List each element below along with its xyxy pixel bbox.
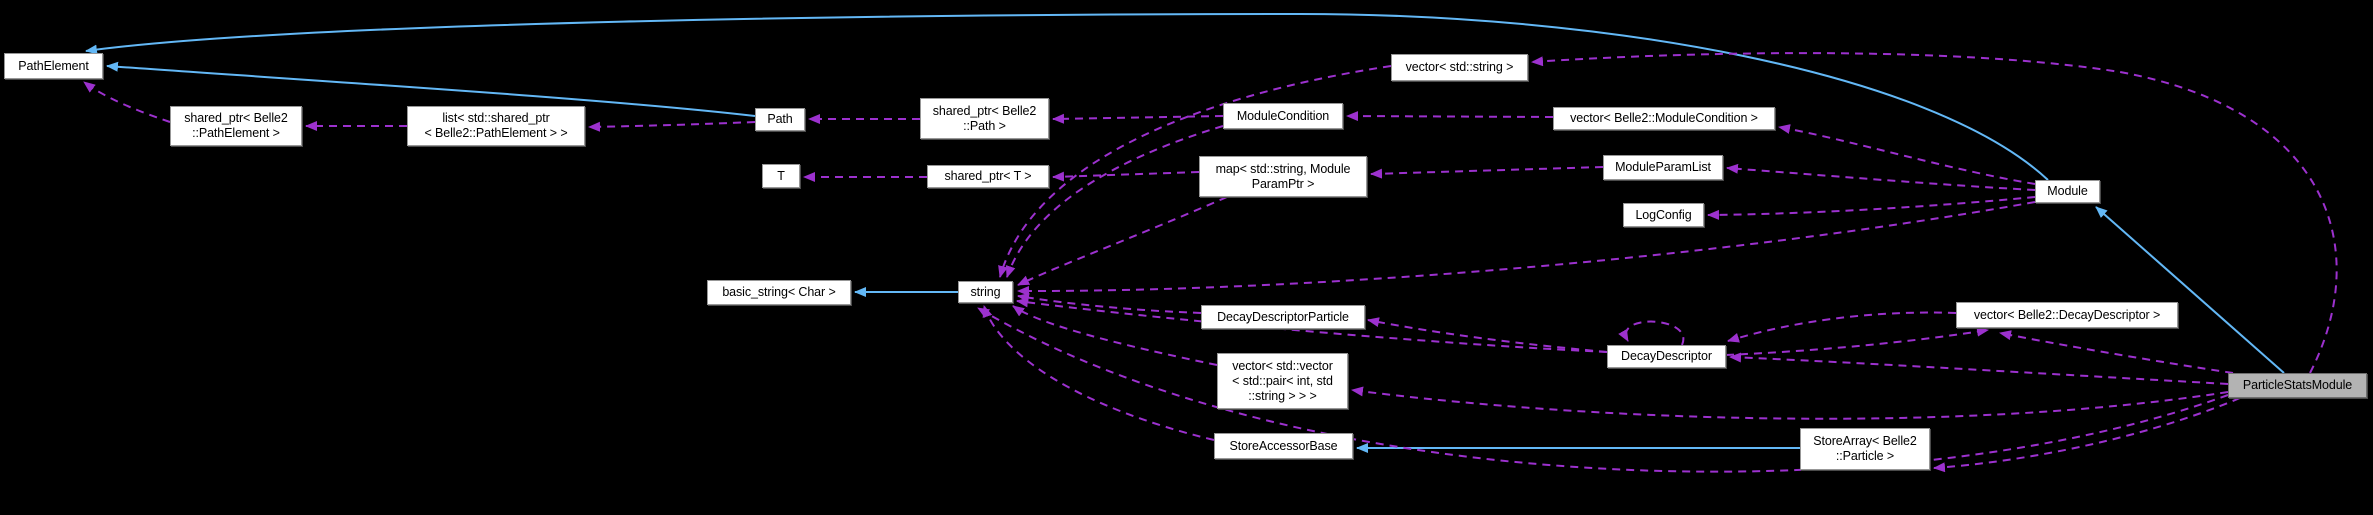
edge-vecvecpair-to-string (1012, 305, 1218, 366)
edge-decaydescriptor-self-loop (1618, 320, 1685, 346)
node-logconfig[interactable]: LogConfig (1623, 203, 1704, 227)
node-vector-std-string[interactable]: vector< std::string > (1391, 54, 1528, 81)
node-vector-vector-pair-int-string[interactable]: vector< std::vector < std::pair< int, st… (1217, 353, 1348, 409)
node-list-shared-ptr-pathelement[interactable]: list< std::shared_ptr < Belle2::PathElem… (407, 106, 585, 146)
node-string[interactable]: string (958, 281, 1013, 303)
edge-module-to-vector-mc (1778, 124, 2036, 185)
edge-path-to-pathelement (106, 61, 756, 117)
edge-psm-to-vector-string (1531, 52, 2338, 374)
node-t[interactable]: T (762, 164, 800, 188)
edge-vector-dd-to-decaydescriptor (1727, 311, 1957, 343)
node-path[interactable]: Path (755, 108, 805, 131)
node-moduleparamlist[interactable]: ModuleParamList (1603, 155, 1723, 180)
node-pathelement[interactable]: PathElement (4, 53, 103, 79)
edge-decaydescriptor-to-string (1016, 297, 1608, 353)
edge-map-to-string (1017, 196, 1228, 286)
node-decaydescriptorparticle[interactable]: DecayDescriptorParticle (1201, 305, 1365, 329)
edge-psm-to-vector-dd (1999, 330, 2234, 374)
edge-moduleparamlist-to-map (1370, 166, 1604, 179)
edge-sptr-pathelement-to-pathelement (83, 81, 171, 123)
edge-vector-mc-to-modulecondition (1346, 111, 1554, 122)
edge-ddp-to-string (1017, 292, 1202, 314)
node-storearray-particle[interactable]: StoreArray< Belle2 ::Particle > (1800, 428, 1930, 470)
edge-vector-string-to-string (998, 65, 1392, 278)
edge-psm-to-decaydescriptor (1729, 352, 2229, 385)
edge-module-to-pathelement (85, 12, 2049, 181)
edge-psm-to-storearray (1933, 397, 2241, 473)
node-map-string-moduleparamptr[interactable]: map< std::string, Module ParamPtr > (1199, 156, 1367, 197)
node-decaydescriptor[interactable]: DecayDescriptor (1607, 345, 1726, 368)
edge-decaydescriptor-to-vector-dd (1725, 326, 1989, 356)
edge-module-to-logconfig (1707, 196, 2036, 220)
node-particlestatsmodule: ParticleStatsModule (2228, 373, 2367, 398)
node-storeaccessorbase[interactable]: StoreAccessorBase (1214, 433, 1353, 459)
edge-modulecondition-to-string (1005, 125, 1224, 278)
edge-particlestatsmodule-to-module (2095, 206, 2285, 374)
node-modulecondition[interactable]: ModuleCondition (1223, 103, 1343, 129)
edge-path-to-list (588, 121, 756, 132)
node-shared-ptr-t[interactable]: shared_ptr< T > (927, 165, 1049, 188)
edge-modulecondition-to-sptr-path (1052, 113, 1224, 124)
edge-storeaccessorbase-to-string (982, 305, 1215, 441)
node-vector-modulecondition[interactable]: vector< Belle2::ModuleCondition > (1553, 107, 1775, 130)
node-shared-ptr-path[interactable]: shared_ptr< Belle2 ::Path > (920, 98, 1049, 139)
edge-psm-to-string (977, 307, 2229, 473)
edge-psm-to-vecvecpair (1351, 386, 2229, 420)
edge-module-to-string (1017, 201, 2036, 297)
edge-decaydescriptor-to-ddp (1367, 317, 1608, 353)
edge-module-to-moduleparamlist (1726, 163, 2036, 191)
edge-map-to-sptr-t (1052, 171, 1200, 182)
node-vector-decaydescriptor[interactable]: vector< Belle2::DecayDescriptor > (1956, 302, 2178, 328)
node-shared-ptr-pathelement[interactable]: shared_ptr< Belle2 ::PathElement > (170, 106, 302, 146)
node-module[interactable]: Module (2035, 180, 2100, 203)
node-basic-string-char[interactable]: basic_string< Char > (707, 280, 851, 305)
